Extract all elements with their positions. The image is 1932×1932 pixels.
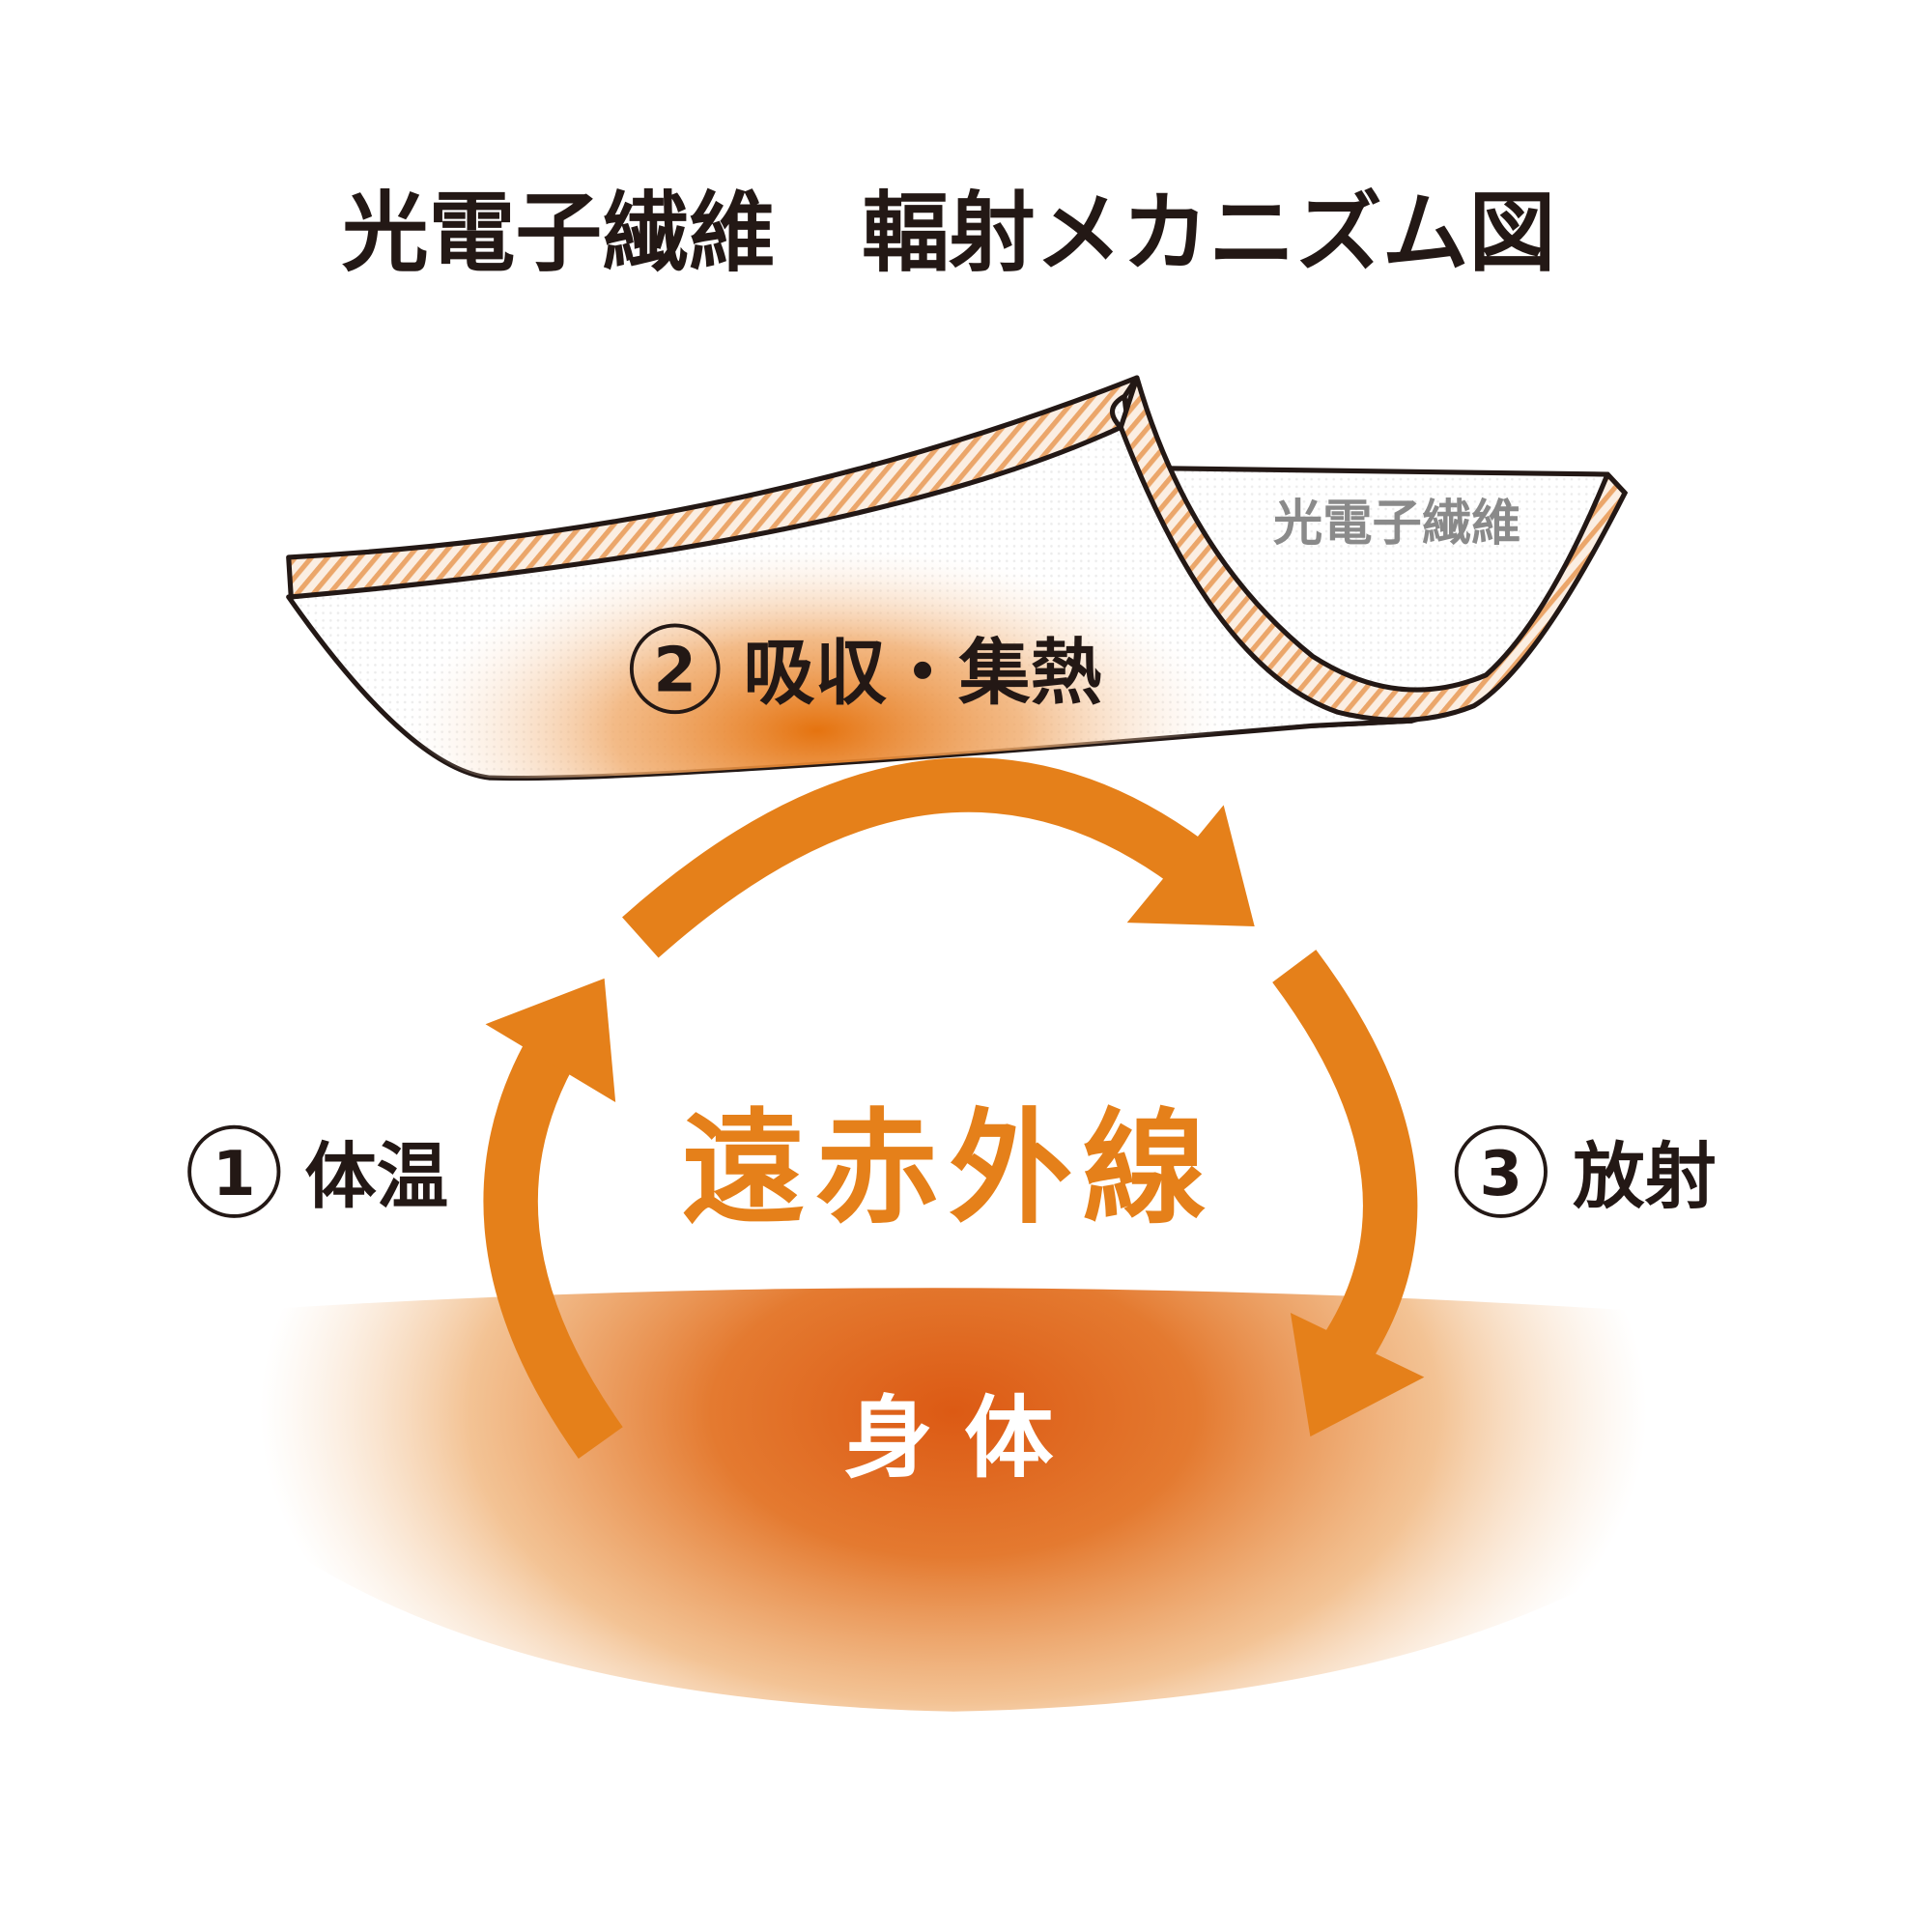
arrowhead-left: [485, 978, 616, 1103]
step-3: 3 放射: [1454, 1124, 1717, 1219]
step-number: 2: [653, 635, 696, 706]
fabric-label: 光電子繊維: [1273, 495, 1520, 553]
step-1: 1 体温: [187, 1124, 448, 1219]
step-number: 3: [1480, 1139, 1523, 1210]
body-label: 身 体: [844, 1386, 1054, 1491]
arrow-top: [622, 757, 1219, 958]
fabric-illustration: 光電子繊維: [286, 375, 1629, 781]
page-title: 光電子繊維 輻射メカニズム図: [342, 184, 1555, 284]
arrowhead-right: [1290, 1312, 1425, 1437]
body-heat-area: [80, 1288, 1864, 1712]
arrow-left: [483, 1026, 623, 1459]
step-label: 体温: [304, 1135, 448, 1219]
step-2: 2 吸収・集熱: [629, 623, 1102, 715]
step-label: 放射: [1573, 1135, 1717, 1219]
far-infrared-label: 遠赤外線: [681, 1097, 1216, 1241]
step-number: 1: [213, 1139, 256, 1210]
circulation-arrows: [483, 757, 1418, 1459]
step-label: 吸収・集熱: [743, 631, 1102, 715]
arrow-right: [1272, 950, 1418, 1378]
arrowhead-top: [1126, 805, 1255, 926]
